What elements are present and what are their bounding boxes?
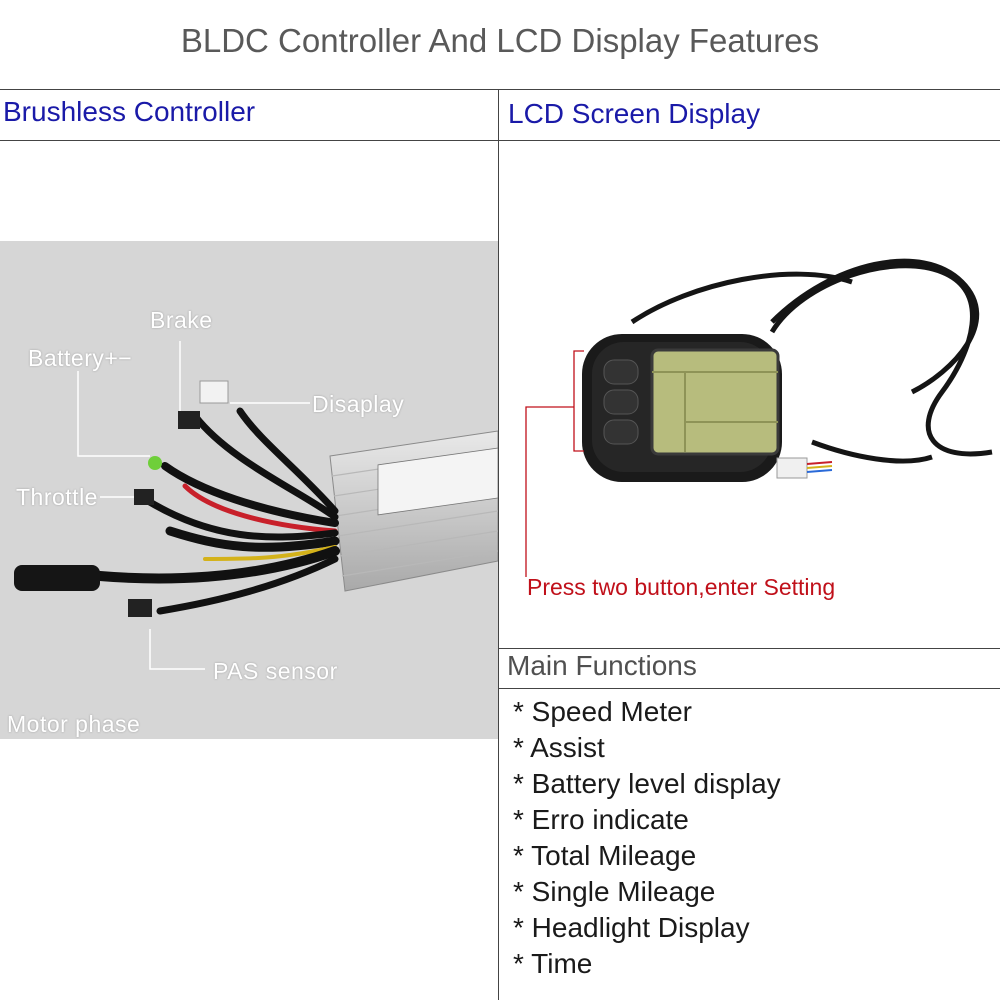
list-item: * Assist	[513, 732, 605, 763]
list-item: * Erro indicate	[513, 804, 689, 835]
settings-callout-text: Press two button,enter Setting	[527, 574, 836, 600]
table-top-border	[0, 89, 1000, 90]
list-item: * Battery level display	[513, 768, 781, 799]
brake-label: Brake	[150, 307, 213, 333]
throttle-label: Throttle	[16, 484, 98, 510]
lcd-display-photo	[572, 242, 1000, 490]
list-item: * Time	[513, 948, 593, 979]
settings-callout-bracket	[525, 350, 584, 577]
battery-label: Battery+−	[28, 345, 133, 371]
main-functions-title: Main Functions	[507, 650, 697, 681]
main-functions-bottom-border	[499, 688, 1000, 689]
main-functions-top-border	[499, 648, 1000, 649]
controller-photo: Brake Battery+− Disaplay Throttle PAS se…	[0, 241, 498, 739]
features-list: * Speed Meter * Assist * Battery level d…	[513, 694, 781, 982]
list-item: * Headlight Display	[513, 912, 750, 943]
list-item: * Total Mileage	[513, 840, 697, 871]
lcd-display-illustration	[582, 258, 993, 482]
list-item: * Speed Meter	[513, 696, 692, 727]
display-label: Disaplay	[312, 391, 405, 417]
brushless-controller-header: Brushless Controller	[3, 96, 256, 127]
page-title: BLDC Controller And LCD Display Features	[180, 22, 820, 59]
lcd-screen-display-header: LCD Screen Display	[508, 98, 761, 129]
list-item: * Single Mileage	[513, 876, 716, 907]
table-header-border	[0, 140, 1000, 141]
motor-phase-label: Motor phase	[7, 711, 141, 737]
table-column-divider	[498, 89, 499, 1000]
pas-sensor-label: PAS sensor	[213, 658, 338, 684]
controller-illustration	[14, 341, 498, 670]
